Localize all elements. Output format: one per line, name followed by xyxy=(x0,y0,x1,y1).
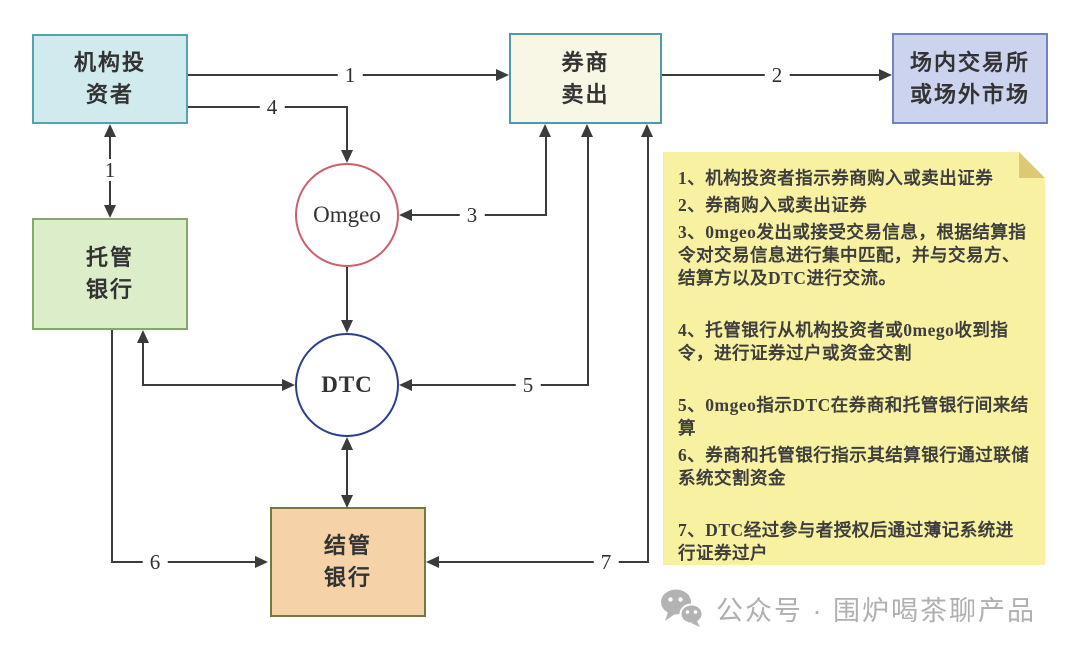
node-label: 券商 xyxy=(561,49,610,75)
arrowhead-into-dtc-top xyxy=(341,320,353,333)
node-label: 或场外市场 xyxy=(909,81,1030,107)
node-custodian-bank: 托管 银行 xyxy=(32,218,188,330)
edge-settlement-broker-segment xyxy=(647,135,649,563)
node-label: 机构投 xyxy=(73,50,146,75)
note-folded-corner-icon xyxy=(1019,152,1045,178)
arrowhead-into-settlement-left xyxy=(255,556,268,568)
arrowhead-into-settlement-right xyxy=(426,556,439,568)
node-label: 银行 xyxy=(323,565,372,590)
wechat-icon xyxy=(661,589,704,627)
edge-settlement-broker-segment xyxy=(439,561,649,563)
node-institutional-investor: 机构投 资者 xyxy=(32,34,188,124)
node-broker-sell: 券商 卖出 xyxy=(509,33,662,124)
edge-omgeo-dtc-segment xyxy=(346,267,348,321)
node-label: 托管 xyxy=(85,245,134,270)
edge-dtc-settlement-segment xyxy=(346,447,348,498)
note-item: 1、机构投资者指示券商购入或卖出证券 xyxy=(678,168,994,188)
edge-omgeo-broker-segment xyxy=(545,135,547,216)
node-label: 银行 xyxy=(85,277,134,302)
note-item: 7、DTC经过参与者授权后通过薄记系统进行证券过户 xyxy=(678,520,1014,563)
edge-label-6: 6 xyxy=(142,551,168,573)
edge-label-3: 3 xyxy=(459,204,485,226)
note-item: 4、托管银行从机构投资者或0mego收到指令，进行证券过户或资金交割 xyxy=(678,320,1009,363)
edge-label-4: 4 xyxy=(259,96,285,118)
note-item: 3、0mgeo发出或接受交易信息，根据结算指令对交易信息进行集中匹配，并与交易方… xyxy=(678,222,1027,288)
edge-custodian-dtc-segment xyxy=(142,384,283,386)
edge-custodian-settlement-segment xyxy=(111,330,113,563)
edge-label-2: 2 xyxy=(764,64,790,86)
node-label: 资者 xyxy=(85,82,134,107)
note-item: 2、券商购入或卖出证券 xyxy=(678,195,868,215)
arrowhead-into-broker-bottom xyxy=(641,124,653,137)
arrowhead-into-settlement-top xyxy=(341,495,353,508)
node-label: DTC xyxy=(321,372,373,397)
edge-custodian-dtc-segment xyxy=(142,342,144,386)
edge-label-5: 5 xyxy=(515,374,541,396)
sticky-note: 1、机构投资者指示券商购入或卖出证券 2、券商购入或卖出证券 3、0mgeo发出… xyxy=(663,152,1045,565)
arrowhead-into-broker-bottom xyxy=(539,124,551,137)
edge-label-1: 1 xyxy=(337,64,363,86)
arrowhead-into-broker-bottom xyxy=(581,124,593,137)
arrowhead-into-omgeo-right xyxy=(399,209,412,221)
node-label: Omgeo xyxy=(313,202,381,227)
arrowhead-into-dtc-bottom xyxy=(341,437,353,450)
arrowhead-into-investor xyxy=(104,124,116,137)
note-item: 5、0mgeo指示DTC在券商和托管银行间来结算 xyxy=(678,395,1029,438)
edge-custodian-settlement-segment xyxy=(111,561,256,563)
arrowhead-into-omgeo-top xyxy=(341,150,353,163)
edge-dtc-broker-segment xyxy=(412,384,589,386)
node-omgeo: Omgeo xyxy=(295,163,399,267)
edge-label-7: 7 xyxy=(593,551,619,573)
edge-label-1b: 1 xyxy=(97,159,123,181)
node-settlement-bank: 结管 银行 xyxy=(270,507,426,617)
edge-investor-omgeo-segment xyxy=(346,106,348,151)
note-item: 6、券商和托管银行指示其结算银行通过联储系统交割资金 xyxy=(678,445,1030,488)
arrowhead-into-custodian xyxy=(104,205,116,218)
edge-dtc-broker-segment xyxy=(587,135,589,386)
arrowhead-into-custodian-bottom xyxy=(137,330,149,343)
node-dtc: DTC xyxy=(295,333,399,437)
node-label: 场内交易所 xyxy=(909,49,1030,75)
node-label: 结管 xyxy=(323,533,372,558)
arrowhead-into-dtc-right xyxy=(399,379,412,391)
watermark: 公众号 · 围炉喝茶聊产品 xyxy=(660,588,1036,628)
node-exchange-or-otc-market: 场内交易所 或场外市场 xyxy=(892,33,1048,124)
node-label: 卖出 xyxy=(561,81,610,107)
arrowhead-into-dtc-left xyxy=(282,379,295,391)
watermark-text: 公众号 · 围炉喝茶聊产品 xyxy=(716,595,1036,626)
arrowhead-into-broker xyxy=(496,69,509,81)
arrowhead-into-market xyxy=(879,69,892,81)
